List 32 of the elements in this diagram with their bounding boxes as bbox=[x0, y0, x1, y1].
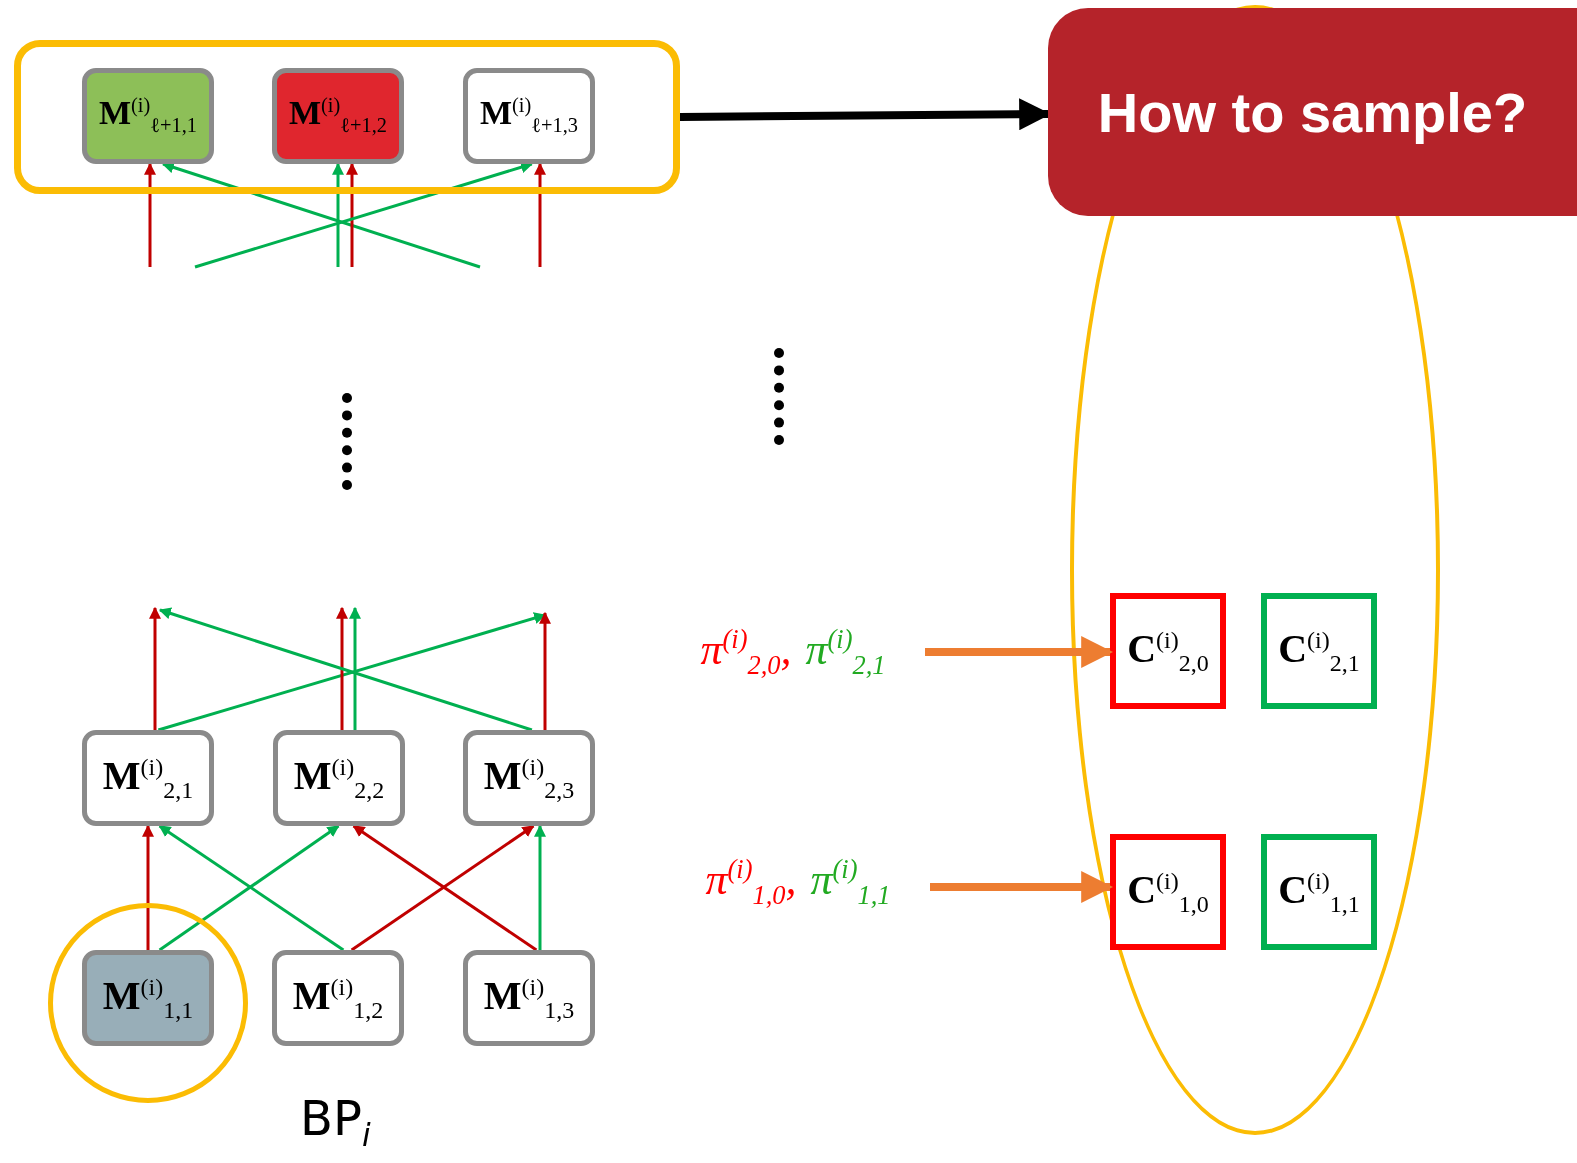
banner-text: How to sample? bbox=[1097, 79, 1528, 145]
message-box bbox=[82, 730, 214, 826]
arrow bbox=[534, 162, 546, 267]
arrow bbox=[349, 606, 361, 730]
arrow bbox=[346, 162, 358, 267]
message-box bbox=[272, 950, 404, 1046]
arrow bbox=[161, 161, 481, 269]
title-banner bbox=[1048, 8, 1577, 216]
message-box bbox=[273, 730, 405, 826]
arrow bbox=[144, 162, 156, 267]
matrix-box bbox=[1261, 834, 1377, 950]
message-box bbox=[463, 950, 595, 1046]
math-label: π$^{(i)}$$_{2,0}$, bbox=[700, 624, 792, 681]
arrow bbox=[194, 161, 533, 269]
arrow bbox=[534, 824, 546, 950]
arrow bbox=[539, 611, 551, 730]
math-label: π$^{(i)}$$_{1,0}$, bbox=[705, 854, 797, 911]
circle-outline bbox=[48, 903, 248, 1103]
matrix-box bbox=[1110, 834, 1226, 950]
message-box bbox=[272, 68, 404, 164]
message-box bbox=[82, 950, 214, 1046]
arrow bbox=[142, 824, 154, 950]
message-box bbox=[463, 730, 595, 826]
caption-label: BP$_{i}$ bbox=[300, 1090, 371, 1153]
matrix-box bbox=[1261, 593, 1377, 709]
matrix-box bbox=[1110, 593, 1226, 709]
arrow bbox=[149, 606, 161, 730]
arrow bbox=[332, 162, 344, 267]
group-outline bbox=[14, 40, 680, 194]
message-box bbox=[82, 68, 214, 164]
message-box bbox=[463, 68, 595, 164]
arrow bbox=[336, 606, 348, 730]
